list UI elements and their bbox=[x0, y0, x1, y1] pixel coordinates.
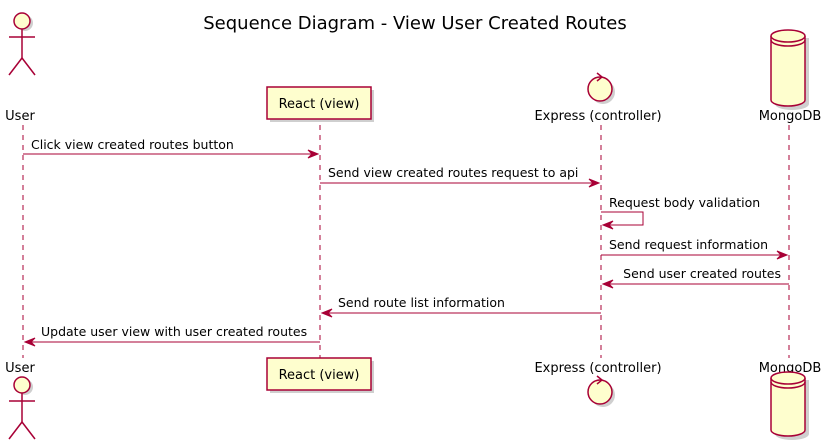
participant-react-bottom: React (view) bbox=[266, 357, 374, 393]
message-3-label: Request body validation bbox=[609, 195, 760, 210]
message-6-label: Send route list information bbox=[338, 295, 505, 310]
message-6: Send route list information bbox=[320, 295, 601, 318]
participant-react-top: React (view) bbox=[266, 86, 374, 122]
diagram-title: Sequence Diagram - View User Created Rou… bbox=[203, 13, 627, 34]
participant-mongo-bottom-label: MongoDB bbox=[759, 361, 822, 376]
participant-express-bottom-label: Express (controller) bbox=[534, 361, 661, 376]
participant-user-bottom-label: User bbox=[5, 361, 35, 376]
control-express-top-icon bbox=[587, 72, 615, 104]
database-mongo-bottom-icon bbox=[770, 371, 809, 440]
message-2-label: Send view created routes request to api bbox=[328, 165, 578, 180]
message-5-label: Send user created routes bbox=[623, 266, 781, 281]
message-2: Send view created routes request to api bbox=[320, 165, 601, 188]
message-5: Send user created routes bbox=[601, 266, 789, 289]
database-mongo-top-icon bbox=[770, 29, 809, 110]
participant-react-bottom-label: React (view) bbox=[279, 368, 360, 383]
actor-user-bottom-icon bbox=[8, 376, 36, 440]
participant-express-top-label: Express (controller) bbox=[534, 109, 661, 124]
message-4-label: Send request information bbox=[609, 237, 768, 252]
participant-user-top-label: User bbox=[5, 109, 35, 124]
control-express-bottom-icon bbox=[587, 375, 615, 407]
message-4: Send request information bbox=[601, 237, 789, 260]
participant-mongo-top-label: MongoDB bbox=[759, 109, 822, 124]
participant-react-top-label: React (view) bbox=[279, 97, 360, 112]
message-1: Click view created routes button bbox=[23, 137, 320, 159]
message-7-label: Update user view with user created route… bbox=[41, 324, 307, 339]
message-7: Update user view with user created route… bbox=[23, 324, 320, 347]
message-1-label: Click view created routes button bbox=[31, 137, 234, 152]
message-3: Request body validation bbox=[601, 195, 760, 230]
actor-user-top-icon bbox=[8, 12, 36, 76]
